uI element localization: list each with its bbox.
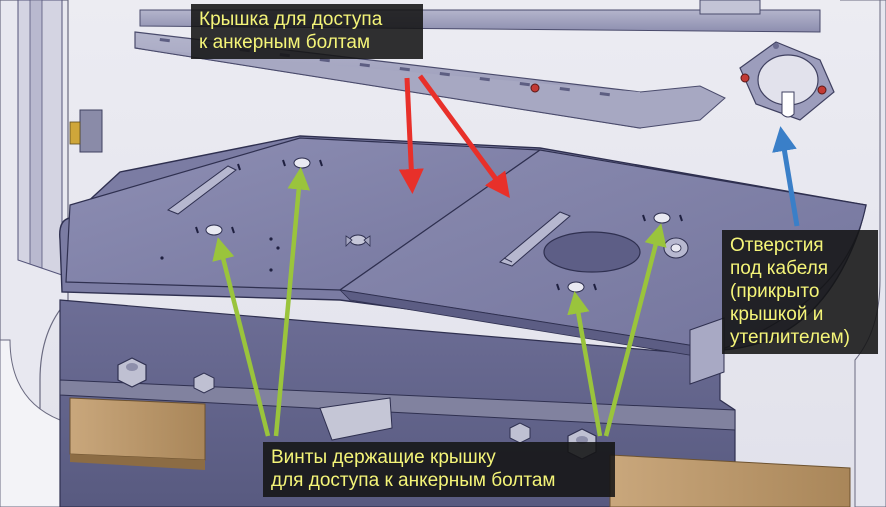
- callout-holes-line-3: (прикрыто: [730, 281, 820, 302]
- flange-screw-right: [817, 85, 827, 95]
- arrow-screw-4: [603, 223, 667, 437]
- left-wall-profile: [29, 0, 43, 269]
- arrow-cable-holes: [772, 126, 800, 227]
- callout-cover-line-2: к анкерным болтам: [199, 32, 371, 53]
- callout-screws-line-2: для доступа к анкерным болтам: [271, 470, 556, 491]
- left-latch: [79, 109, 103, 153]
- callout-screws-line-1: Винты держащие крышку: [271, 447, 496, 468]
- callout-holes-line-1: Отверстия: [730, 235, 824, 256]
- cable-hole-plate: [543, 231, 641, 273]
- flange-pin: [773, 43, 779, 49]
- callout-cover-screws: Винты держащие крышку для доступа к анке…: [263, 442, 615, 497]
- callout-cover-line-1: Крышка для доступа: [199, 9, 383, 30]
- base-lower-lip: [59, 379, 736, 431]
- pallet-block-left-shadow: [70, 454, 205, 470]
- callout-holes-line-2: под кабеля: [730, 258, 829, 279]
- skirt-tab: [319, 397, 393, 441]
- left-latch-tab: [69, 121, 81, 145]
- arrow-cover-right: [417, 74, 510, 199]
- pallet-block-left: [69, 397, 206, 461]
- plate-slot-marks: [195, 159, 683, 291]
- right-base-bracket: [689, 317, 725, 385]
- rail-screw-red: [530, 83, 540, 93]
- small-dots: [160, 237, 280, 272]
- wing-nut: [345, 234, 371, 247]
- callout-holes-line-5: утеплителем): [730, 327, 851, 348]
- arrow-screw-3: [567, 291, 603, 437]
- arrow-screw-2: [273, 167, 310, 437]
- callout-holes-line-4: крышкой и: [730, 304, 824, 325]
- bracket-left: [166, 165, 237, 215]
- arrow-cover-left: [398, 77, 424, 194]
- plate-holes: [205, 157, 689, 293]
- top-bracket: [699, 0, 761, 15]
- left-wall-curve: [0, 339, 61, 507]
- callout-cover-access: Крышка для доступа к анкерным болтам: [191, 4, 423, 59]
- bracket-right: [498, 211, 571, 267]
- flange-screw-left: [740, 73, 750, 83]
- arrow-screw-1: [212, 237, 271, 437]
- callout-cable-holes: Отверстия под кабеля (прикрыто крышкой и…: [722, 230, 878, 354]
- cable-entry-slot: [781, 91, 795, 118]
